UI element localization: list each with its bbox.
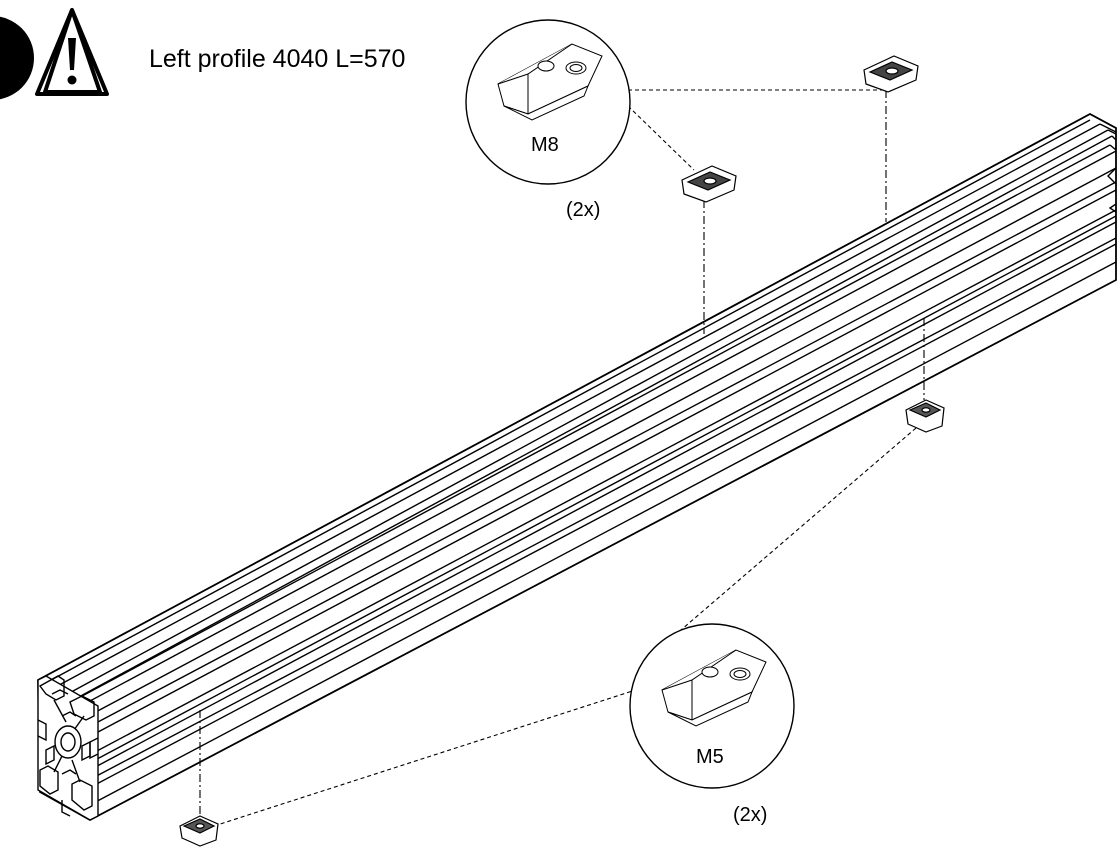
t-nut-m8-a <box>863 55 919 93</box>
instruction-title: Left profile 4040 L=570 <box>149 45 406 73</box>
m8-label: M8 <box>531 134 559 156</box>
callout-leader-lines <box>199 89 925 827</box>
step-badge <box>0 16 34 100</box>
m8-callout <box>465 19 631 185</box>
t-nut-m8-b <box>681 165 737 203</box>
m5-quantity: (2x) <box>733 804 768 826</box>
t-nut-m5-b <box>179 815 219 847</box>
aluminium-profile-4040 <box>37 112 1117 822</box>
m5-label: M5 <box>696 746 724 768</box>
m5-callout <box>629 623 795 789</box>
profile-end-face <box>37 675 99 821</box>
t-nut-m5-a <box>905 399 945 433</box>
m8-quantity: (2x) <box>566 199 601 221</box>
warning-triangle-icon <box>35 8 109 96</box>
